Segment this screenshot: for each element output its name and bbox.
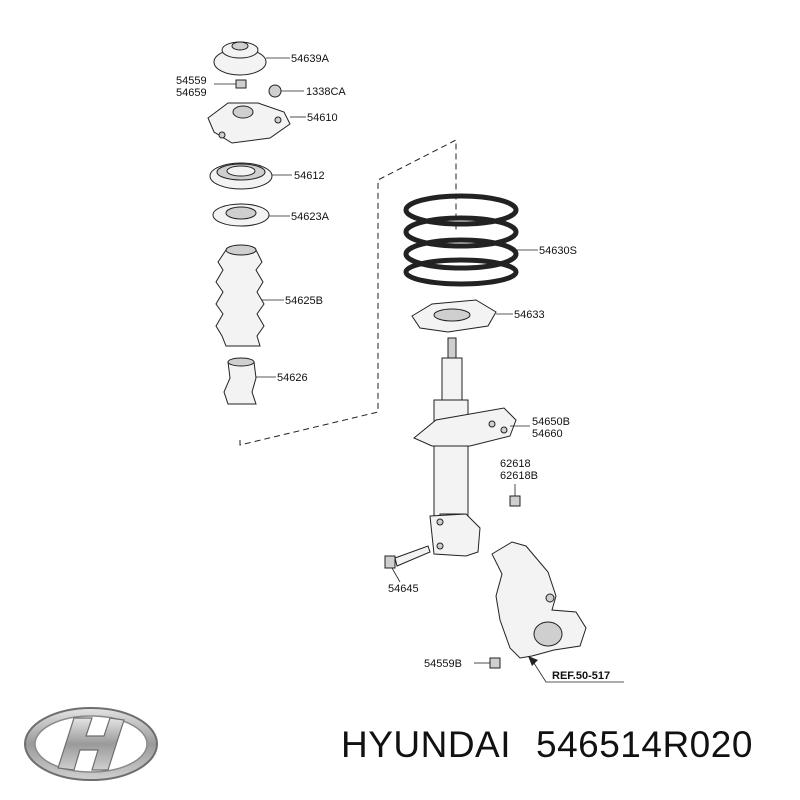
part-54626 <box>223 357 276 405</box>
label-54650B: 54650B <box>532 416 570 428</box>
label-54639A: 54639A <box>291 53 330 65</box>
label-54623A: 54623A <box>291 211 330 223</box>
part-54633 <box>411 299 513 333</box>
part-54639A <box>213 41 290 76</box>
label-54625B: 54625B <box>285 295 323 307</box>
part-1338CA <box>268 84 304 98</box>
part-54630S <box>403 193 538 287</box>
label-ref-50-517: REF.50-517 <box>552 670 610 682</box>
ref-pointer <box>528 656 624 683</box>
label-54559B: 54559B <box>424 658 462 670</box>
part-number: 546514R020 <box>536 724 753 765</box>
part-54612 <box>209 162 292 190</box>
brand-name: HYUNDAI <box>341 724 511 765</box>
hyundai-logo-icon <box>24 707 158 781</box>
label-54633: 54633 <box>514 309 545 321</box>
label-54659: 54659 <box>176 87 207 99</box>
label-1338CA: 1338CA <box>306 86 346 98</box>
part-54645-bolt <box>384 545 431 583</box>
part-54625B <box>215 244 284 347</box>
group-outline-top <box>239 139 457 446</box>
label-54612: 54612 <box>294 170 325 182</box>
label-62618B: 62618B <box>500 470 538 482</box>
part-62618-nut <box>509 484 521 507</box>
part-54610 <box>207 102 306 144</box>
part-54559B-nut <box>474 657 501 669</box>
label-54626: 54626 <box>277 372 308 384</box>
label-62618: 62618 <box>500 458 531 470</box>
label-54610: 54610 <box>307 112 338 124</box>
label-54559: 54559 <box>176 75 207 87</box>
part-54623A <box>212 203 290 227</box>
part-54650B-strut <box>413 337 530 557</box>
label-54660: 54660 <box>532 428 563 440</box>
steering-knuckle <box>491 541 587 659</box>
label-54630S: 54630S <box>539 245 577 257</box>
part-54559-nut <box>214 79 247 89</box>
label-54645: 54645 <box>388 583 419 595</box>
